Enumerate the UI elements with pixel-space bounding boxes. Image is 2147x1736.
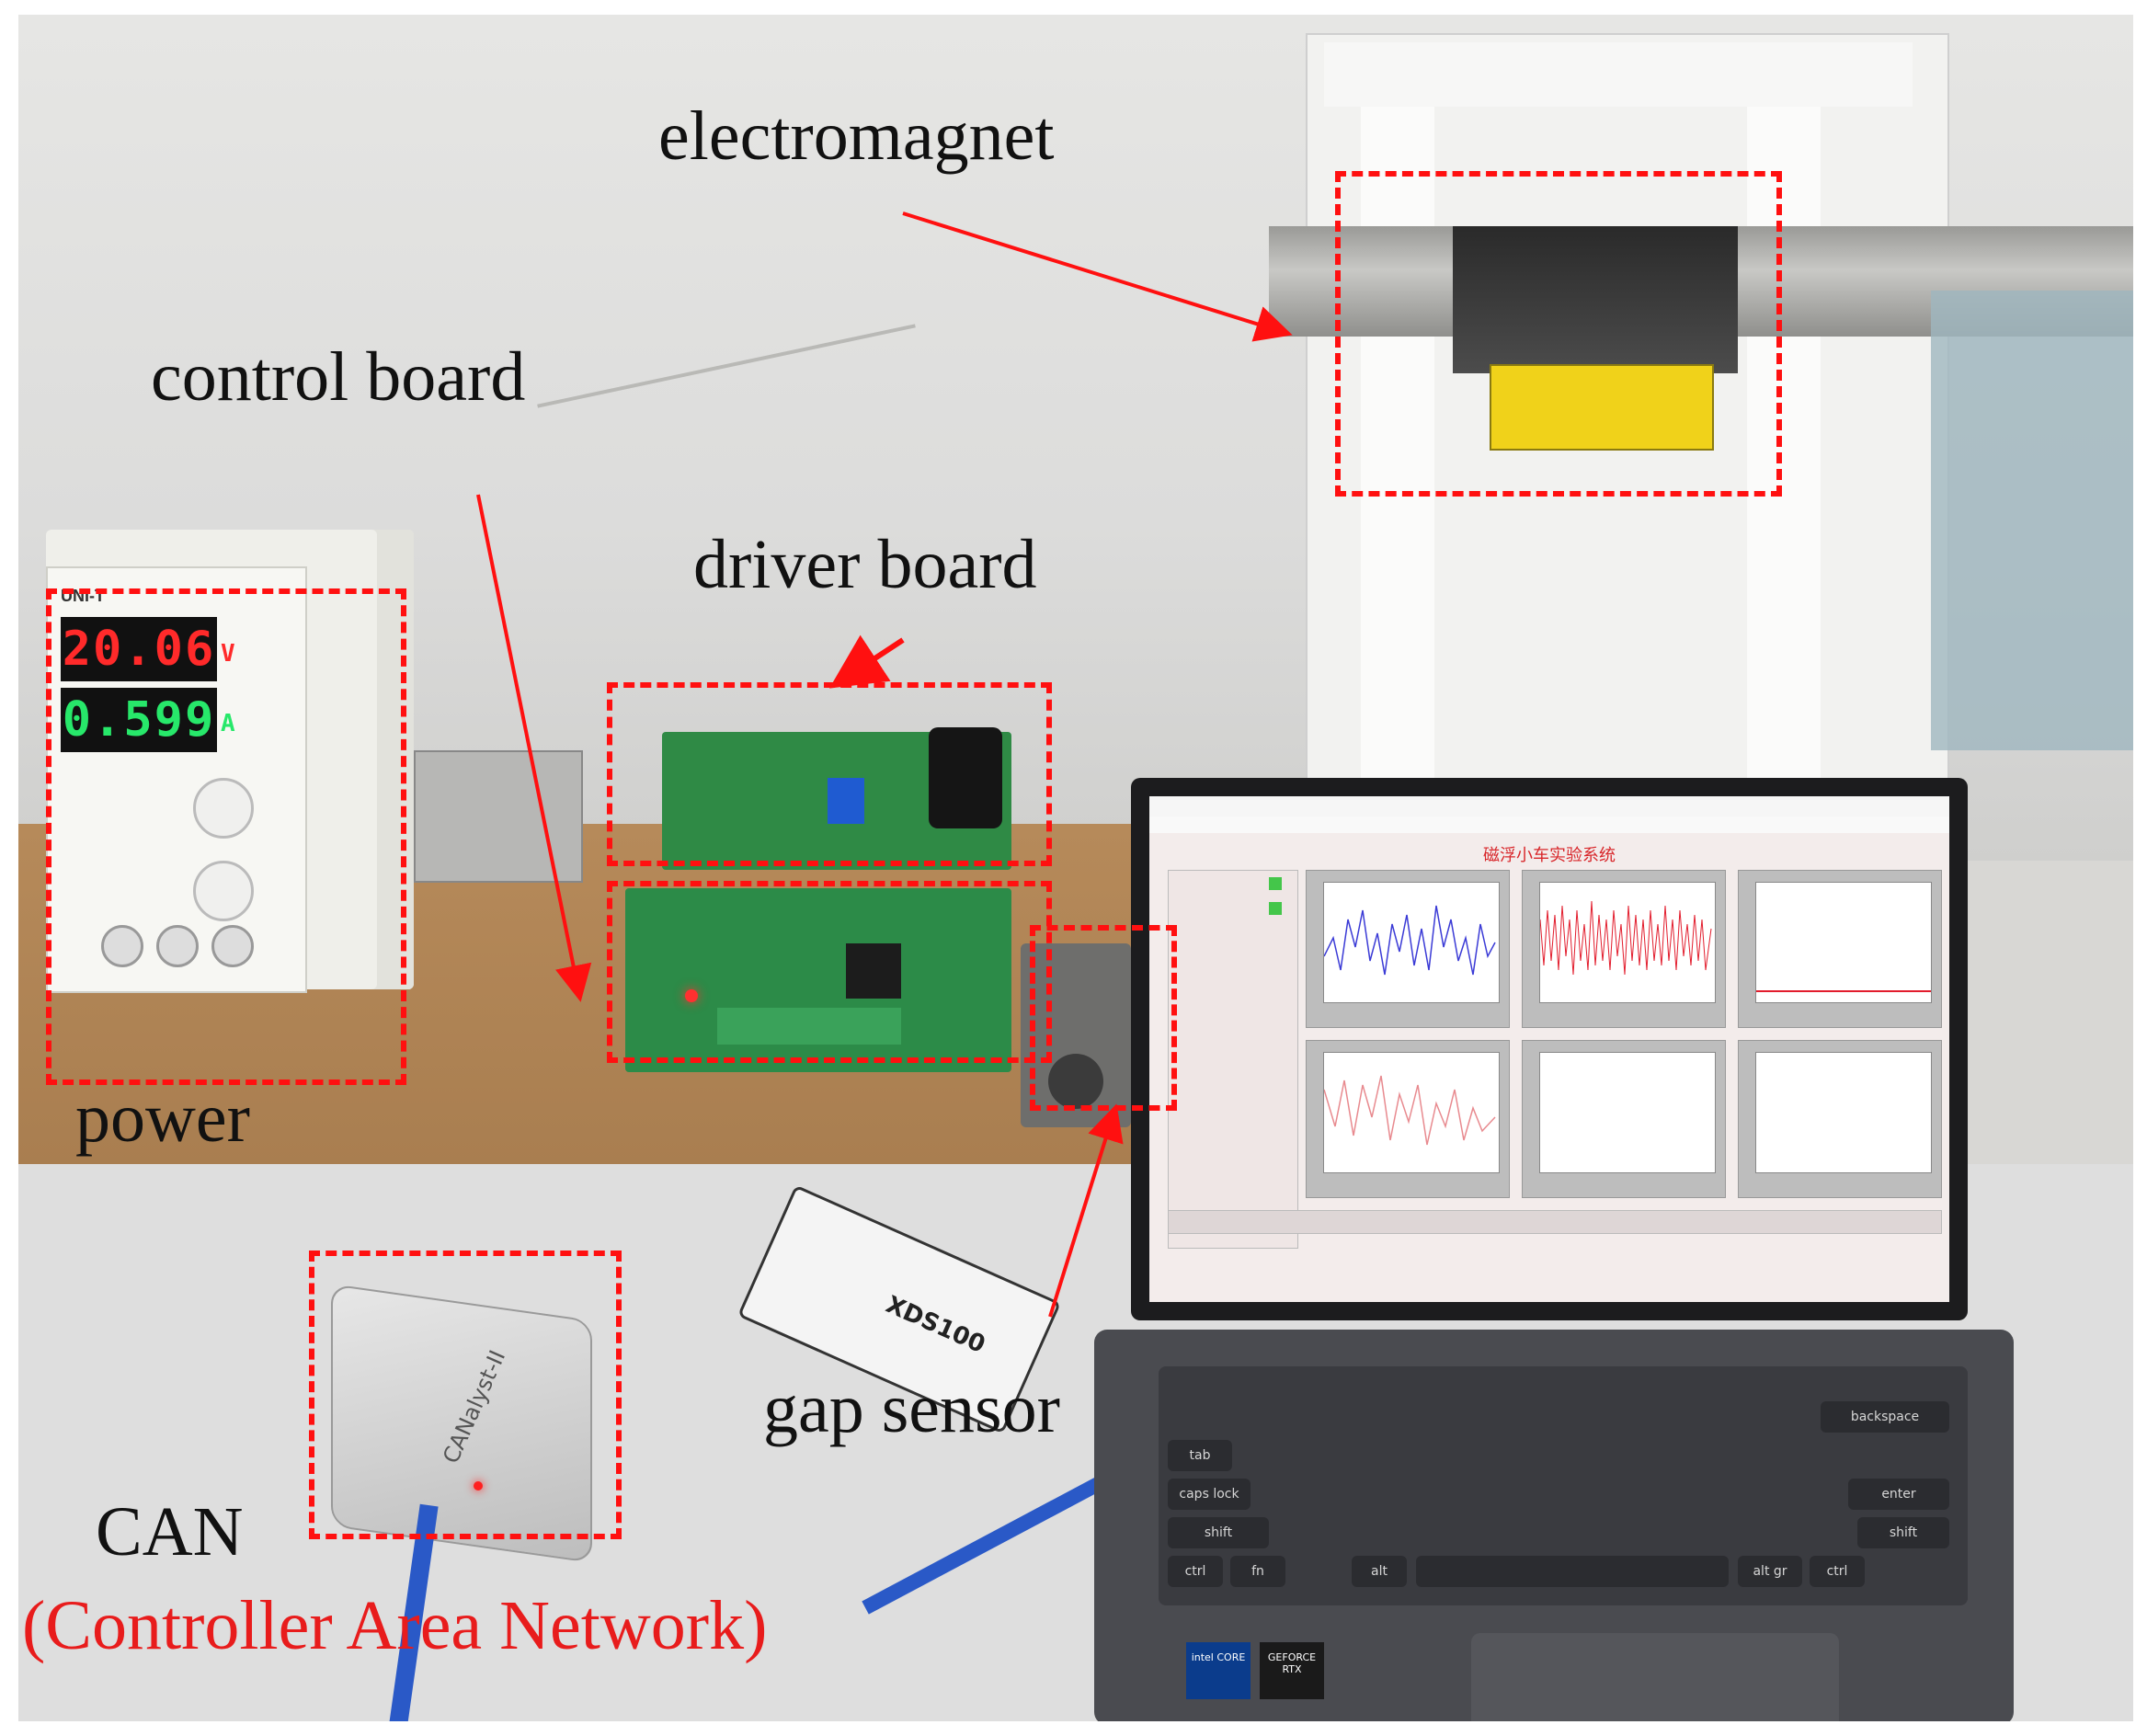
control-board-box	[607, 881, 1052, 1063]
status-led-icon	[1269, 877, 1282, 890]
chart-bottom-right	[1738, 1040, 1942, 1198]
mcu-chip	[846, 943, 901, 999]
voltage-display: 20.06	[61, 617, 217, 681]
space-bar	[1416, 1556, 1729, 1587]
current-display: 0.599	[61, 688, 217, 752]
can-label: CAN	[96, 1493, 244, 1570]
right-shift-key: shift	[1857, 1517, 1949, 1548]
backspace-key: backspace	[1821, 1401, 1949, 1433]
driver-board-box	[607, 682, 1052, 866]
app-title: 磁浮小车实验系统	[1483, 846, 1616, 865]
app-menubar	[1149, 817, 1949, 833]
side-panel	[1168, 870, 1298, 1249]
terminal-icon	[101, 925, 143, 967]
left-shift-key: shift	[1168, 1517, 1269, 1548]
current-plot	[1539, 900, 1712, 976]
fn-key: fn	[1230, 1556, 1285, 1587]
rig-leg-right	[1747, 70, 1821, 842]
right-ctrl-key: ctrl	[1810, 1556, 1865, 1587]
rig-top-plate	[1324, 42, 1913, 107]
control-board-label: control board	[151, 338, 526, 416]
nvidia-badge: GEFORCE RTX	[1260, 1642, 1324, 1699]
left-alt-key: alt	[1352, 1556, 1407, 1587]
driver-board-arrow	[828, 634, 905, 689]
left-ctrl-key: ctrl	[1168, 1556, 1223, 1587]
terminal-icon	[211, 925, 254, 967]
gap-sensor-label: gap sensor	[763, 1370, 1060, 1447]
gap-plot	[1323, 905, 1496, 976]
power-box	[46, 588, 406, 1085]
can-full-name-label: (Controller Area Network)	[22, 1587, 768, 1664]
terminal-icon	[156, 925, 199, 967]
red-signal-plot	[1323, 1075, 1496, 1146]
electromagnet-label: electromagnet	[658, 97, 1055, 175]
right-alt-key: alt gr	[1738, 1556, 1802, 1587]
capacitor	[929, 727, 1002, 828]
blurred-background	[1931, 291, 2133, 750]
control-board-arrow	[476, 494, 592, 1002]
electromagnet-box	[1335, 171, 1782, 497]
laptop-screen: 磁浮小车实验系统	[1149, 796, 1949, 1302]
touchpad	[1471, 1633, 1839, 1721]
gap-sensor-box	[1030, 925, 1177, 1111]
chart-bottom-left	[1306, 1040, 1510, 1198]
status-led-icon	[1269, 902, 1282, 915]
sensor-connector	[1048, 1054, 1103, 1109]
chart-current	[1522, 870, 1726, 1028]
knob-icon	[193, 778, 254, 839]
led-icon	[685, 989, 698, 1002]
relay	[828, 778, 864, 824]
gap-sensor-arrow	[1048, 1103, 1124, 1318]
can-led-icon	[474, 1481, 483, 1490]
electromagnet-body	[1453, 226, 1738, 373]
tab-key: tab	[1168, 1440, 1232, 1471]
electromagnet-label-sticker	[1490, 364, 1714, 451]
flat-plot	[1756, 990, 1931, 992]
current-unit: A	[221, 710, 237, 737]
voltage-value: 20.06	[62, 622, 216, 677]
knob-icon	[193, 861, 254, 921]
intel-badge: intel CORE	[1186, 1642, 1251, 1699]
rig-leg-left	[1361, 70, 1434, 842]
driver-board-label: driver board	[693, 526, 1037, 603]
power-label: power	[75, 1079, 250, 1157]
caps-lock-key: caps lock	[1168, 1479, 1251, 1510]
photo: 20.06 V 0.599 A UNI-T CANalyst-II XDS100…	[18, 15, 2133, 1721]
bottom-toolbar	[1168, 1210, 1942, 1234]
terminal-block	[717, 1008, 901, 1045]
enter-key: enter	[1848, 1479, 1949, 1510]
chart-bottom-middle	[1522, 1040, 1726, 1198]
can-box	[309, 1251, 622, 1539]
switching-supply	[414, 750, 583, 883]
electromagnet-arrow	[902, 211, 1293, 342]
voltage-unit: V	[221, 640, 237, 668]
chart-top-right	[1738, 870, 1942, 1028]
current-value: 0.599	[62, 692, 216, 748]
chart-gap	[1306, 870, 1510, 1028]
